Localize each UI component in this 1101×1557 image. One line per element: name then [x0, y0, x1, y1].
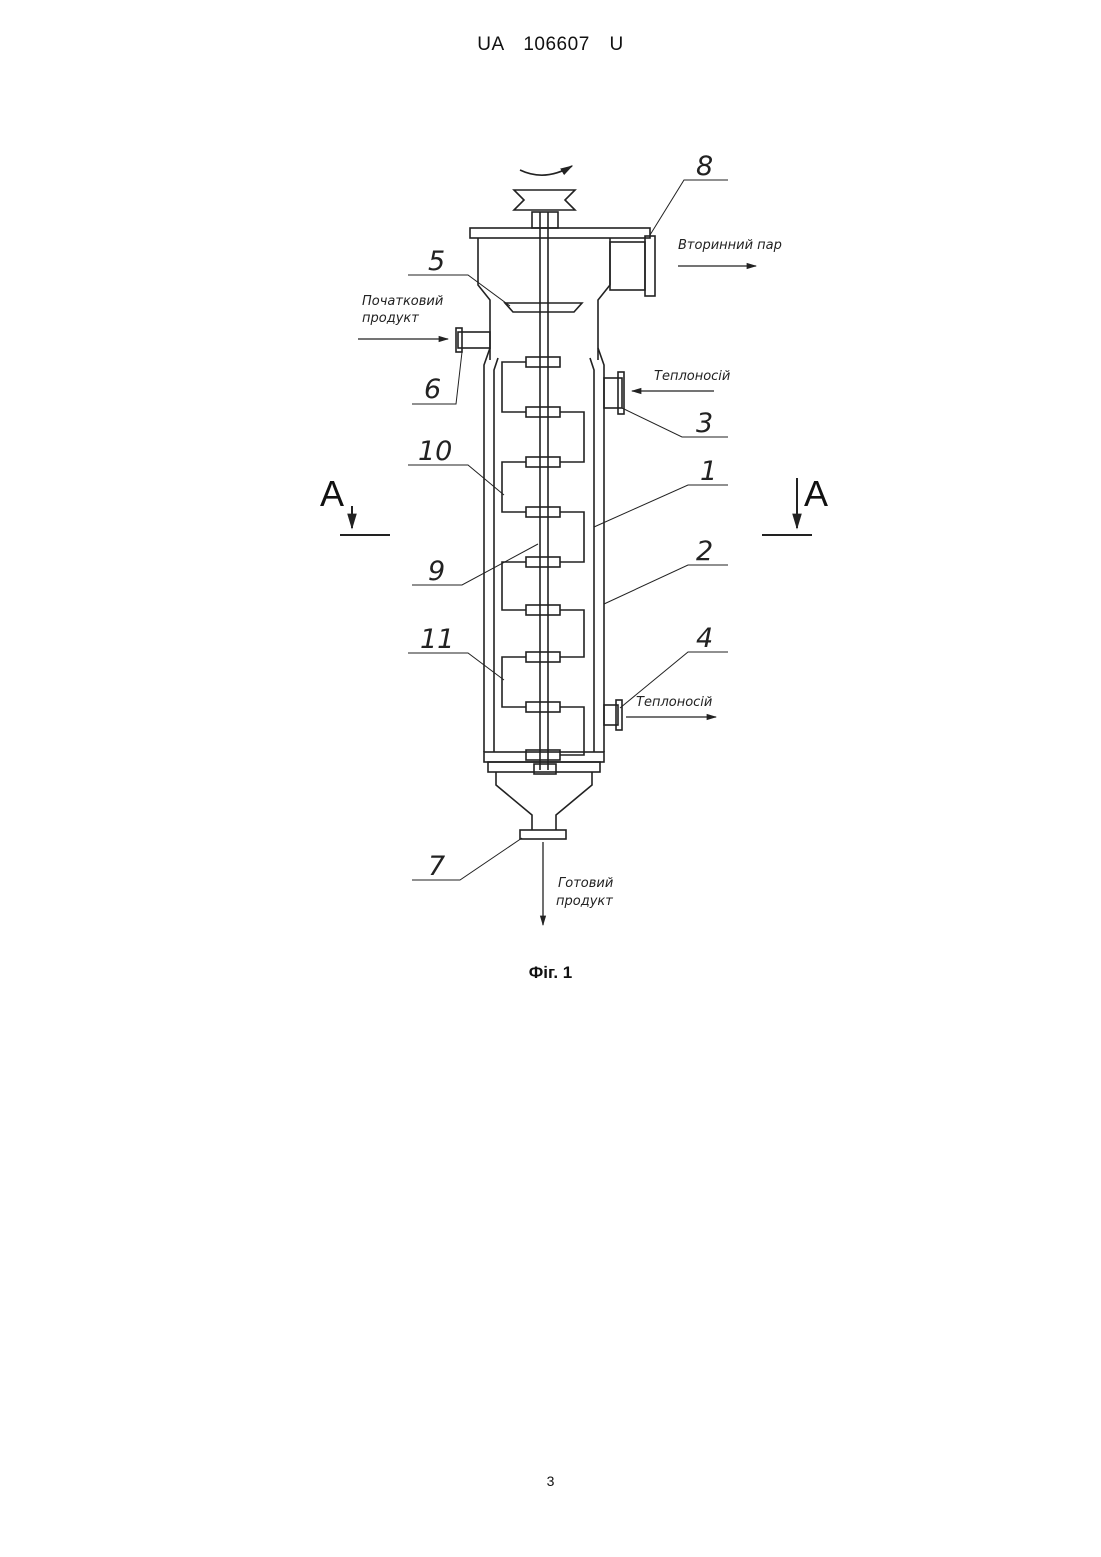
- top-cover: [470, 228, 650, 238]
- note-heat-carrier-out: Теплоносій: [636, 695, 712, 710]
- label-11: 11: [420, 624, 454, 655]
- page-number: 3: [0, 1473, 1101, 1489]
- shaft-coupling: [532, 212, 558, 228]
- label-1: 1: [700, 456, 717, 487]
- label-2: 2: [696, 536, 713, 567]
- jacket-wall-left: [484, 348, 490, 752]
- label-3: 3: [696, 408, 713, 439]
- section-marks: [340, 478, 812, 535]
- pulley: [514, 190, 575, 210]
- section-letter-left: A: [320, 473, 344, 514]
- note-heat-carrier-in: Теплоносій: [654, 369, 730, 384]
- note-final-product-2: продукт: [556, 894, 613, 909]
- note-initial-product-2: продукт: [362, 311, 419, 326]
- note-secondary-steam: Вторинний пар: [678, 238, 782, 253]
- section-letter-right: A: [804, 473, 828, 514]
- note-final-product-1: Готовий: [558, 876, 613, 891]
- rotation-arrow: [520, 166, 572, 175]
- note-initial-product-1: Початковий: [362, 294, 443, 309]
- label-10: 10: [418, 436, 452, 467]
- label-6: 6: [424, 374, 441, 405]
- label-9: 9: [428, 556, 445, 587]
- label-5: 5: [428, 246, 445, 277]
- label-4: 4: [696, 623, 713, 654]
- jacket-wall-right: [598, 348, 604, 752]
- wiper-blades: [502, 362, 584, 755]
- separator-disc: [505, 303, 582, 312]
- flow-arrows: [358, 266, 756, 925]
- label-8: 8: [696, 151, 713, 182]
- label-7: 7: [428, 851, 445, 882]
- figure-caption: Фіг. 1: [0, 963, 1101, 983]
- leader-lines: [408, 180, 728, 880]
- rotor-hubs: [526, 357, 560, 760]
- vessel-outline: [456, 166, 655, 839]
